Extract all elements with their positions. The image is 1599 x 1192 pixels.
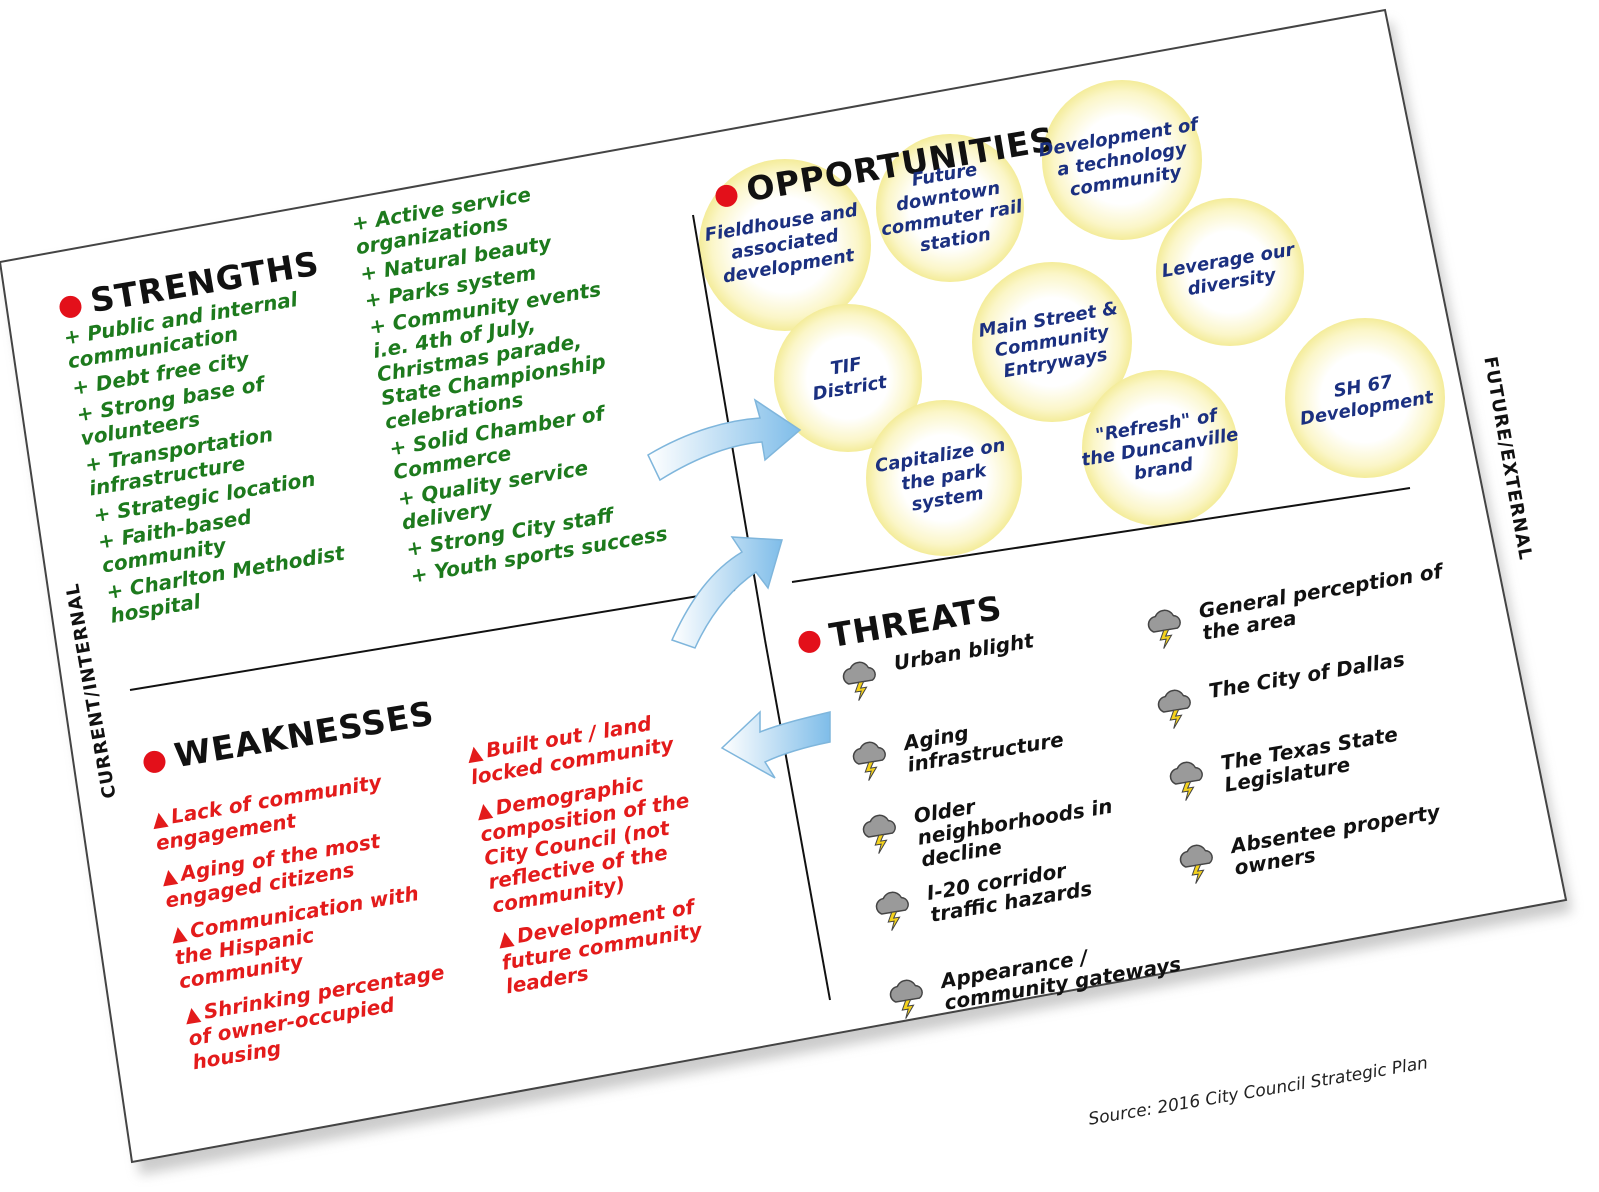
storm-cloud-icon [1169,761,1203,801]
storm-cloud-icon [875,891,909,931]
triangle-icon: ▲ [496,924,516,952]
storm-cloud-icon [842,661,876,701]
storm-cloud-icon [1147,609,1181,649]
threat-item: General perception of the area [1140,559,1447,654]
threat-item: The Texas State Legislature [1162,722,1403,805]
horizontal-divider-right [791,487,1411,583]
storm-cloud-icon [862,814,896,854]
storm-cloud-icon [852,741,886,781]
storm-cloud-icon [1157,689,1191,729]
triangle-icon: ▲ [465,739,485,766]
threats-bullet-dot [796,629,823,655]
triangle-icon: ▲ [159,862,179,889]
arrow-strengths-to-opportunities [647,398,802,482]
storm-cloud-icon [889,979,923,1019]
weaknesses-column-1: ▲Lack of community engagement ▲Aging of … [150,765,454,1078]
threat-item: Absentee property owners [1172,800,1445,889]
arrow-threats-to-weaknesses [720,710,831,779]
threat-item: The City of Dallas [1150,647,1410,734]
triangle-icon: ▲ [182,1000,202,1027]
threat-item: Appearance / community gateways [882,931,1183,1023]
weaknesses-column-2: ▲Built out / land locked community ▲Demo… [465,707,717,1001]
triangle-icon: ▲ [169,919,189,947]
arrow-weaknesses-to-opportunities [670,536,783,649]
threat-item: Aging infrastructure [845,706,1065,785]
storm-cloud-icon [1179,844,1213,884]
triangle-icon: ▲ [474,796,494,823]
threat-item: Urban blight [835,628,1039,705]
strengths-column-1: + Public and internal communication + De… [62,286,351,631]
threat-item: Older neighborhoods in decline [855,773,1118,880]
list-item: ▲Demographic composition of the City Cou… [474,771,691,918]
opportunity-glows [699,80,1445,556]
weaknesses-bullet-dot [141,749,168,775]
threat-item: I-20 corridor traffic hazards [868,855,1094,935]
triangle-icon: ▲ [150,805,170,832]
horizontal-divider-left [129,589,736,691]
opportunities-bullet-dot [713,183,740,209]
strengths-bullet-dot [57,294,84,320]
vertical-divider-lower [764,639,831,1001]
